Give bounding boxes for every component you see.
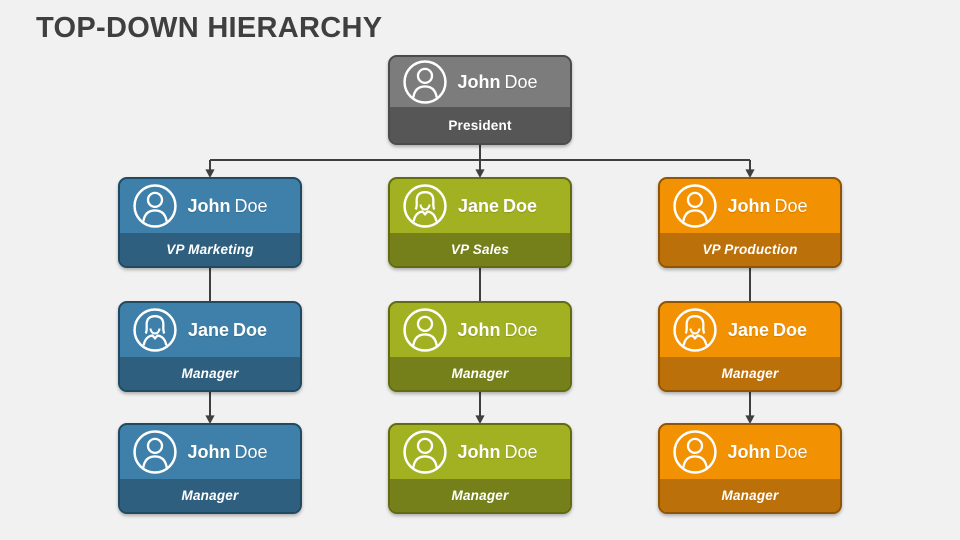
first-name: Jane	[457, 195, 499, 216]
slide-title: TOP-DOWN HIERARCHY	[36, 12, 383, 44]
role-label: VP Sales	[450, 242, 510, 257]
first-name: Jane	[727, 319, 769, 340]
role-band: Manager	[660, 479, 840, 512]
first-name: John	[187, 195, 231, 216]
last-name: Doe	[234, 195, 268, 216]
male-user-icon	[671, 428, 719, 476]
role-band: Manager	[390, 357, 570, 390]
first-name: John	[187, 441, 231, 462]
role-label: Manager	[181, 366, 239, 381]
role-band: VP Marketing	[120, 233, 300, 266]
last-name: Doe	[774, 441, 808, 462]
first-name: John	[457, 319, 501, 340]
female-user-icon	[401, 182, 449, 230]
last-name: Doe	[774, 195, 808, 216]
female-user-icon	[131, 306, 179, 354]
last-name: Doe	[504, 441, 538, 462]
role-band: Manager	[120, 357, 300, 390]
last-name: Doe	[504, 71, 538, 92]
role-label: Manager	[721, 366, 779, 381]
first-name: John	[457, 71, 501, 92]
last-name: Doe	[234, 441, 268, 462]
role-label: Manager	[451, 488, 509, 503]
first-name: John	[727, 195, 771, 216]
male-user-icon	[401, 306, 449, 354]
last-name: Doe	[773, 319, 808, 340]
role-band: Manager	[660, 357, 840, 390]
role-label: President	[448, 117, 512, 133]
role-label: VP Production	[702, 242, 798, 257]
role-band: VP Production	[660, 233, 840, 266]
first-name: John	[727, 441, 771, 462]
role-label: Manager	[721, 488, 779, 503]
male-user-icon	[401, 428, 449, 476]
last-name: Doe	[503, 195, 538, 216]
role-label: Manager	[181, 488, 239, 503]
role-band: VP Sales	[390, 233, 570, 266]
role-label: Manager	[451, 366, 509, 381]
male-user-icon	[671, 182, 719, 230]
role-band: Manager	[120, 479, 300, 512]
role-band: Manager	[390, 479, 570, 512]
male-user-icon	[131, 182, 179, 230]
role-band: President	[390, 107, 570, 143]
role-label: VP Marketing	[166, 242, 254, 257]
male-user-icon	[131, 428, 179, 476]
last-name: Doe	[233, 319, 268, 340]
last-name: Doe	[504, 319, 538, 340]
female-user-icon	[671, 306, 719, 354]
first-name: John	[457, 441, 501, 462]
first-name: Jane	[187, 319, 229, 340]
male-user-icon	[401, 58, 449, 106]
